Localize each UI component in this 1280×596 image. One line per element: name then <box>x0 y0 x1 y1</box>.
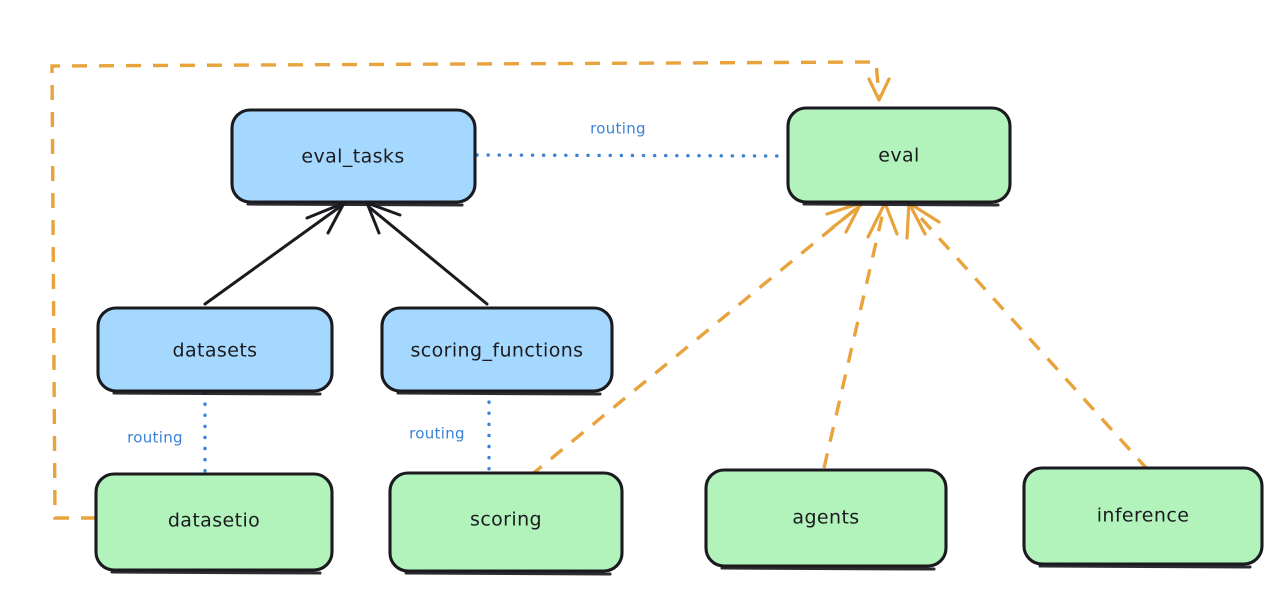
edge-datasets-to-datasetio: routing <box>127 391 207 473</box>
node-inference[interactable]: inference <box>1022 466 1264 569</box>
edge-label-routing-scoring: routing <box>409 425 465 443</box>
edge-eval_tasks-to-eval: routing <box>475 120 788 158</box>
node-shadow-stroke <box>802 202 1000 207</box>
edge-datasets-to-eval_tasks <box>203 201 346 306</box>
node-label-datasetio: datasetio <box>168 510 260 532</box>
edge-label-routing-eval: routing <box>590 120 646 138</box>
solid-edge-path <box>367 205 489 306</box>
node-label-inference: inference <box>1097 505 1190 527</box>
node-eval_tasks[interactable]: eval_tasks <box>230 108 477 207</box>
edge-agents-to-eval <box>822 201 899 469</box>
node-datasets[interactable]: datasets <box>96 306 334 396</box>
node-shape-rect[interactable] <box>94 472 334 572</box>
node-label-scoring: scoring <box>470 509 542 531</box>
node-label-datasets: datasets <box>173 340 258 362</box>
solid-edge-path <box>203 204 343 306</box>
node-scoring[interactable]: scoring <box>388 471 624 576</box>
node-label-eval: eval <box>878 145 919 167</box>
node-eval[interactable]: eval <box>786 106 1012 207</box>
node-label-agents: agents <box>792 507 859 529</box>
node-shadow-stroke <box>404 571 612 576</box>
node-label-scoring_functions: scoring_functions <box>411 340 584 362</box>
edge-inference-to-eval <box>905 201 1150 472</box>
dashed-edge-path <box>909 205 1150 472</box>
node-label-eval_tasks: eval_tasks <box>301 146 404 168</box>
node-agents[interactable]: agents <box>704 468 948 571</box>
dashed-edge-path <box>528 205 860 478</box>
node-shadow-stroke <box>246 202 464 207</box>
edge-scoring_functions-to-scoring: routing <box>409 389 491 472</box>
edge-label-routing-datasetio: routing <box>127 429 183 447</box>
node-shape-rect[interactable] <box>380 306 614 393</box>
node-shape-rect[interactable] <box>1022 466 1264 566</box>
node-datasetio[interactable]: datasetio <box>94 472 334 575</box>
arrow-head-barb-icon <box>908 203 927 236</box>
dashed-edge-path <box>50 60 881 520</box>
node-shadow-stroke <box>110 570 322 575</box>
node-shape-rect[interactable] <box>96 306 334 393</box>
node-shadow-stroke <box>720 566 936 571</box>
edge-datasetio-to-eval <box>50 60 891 520</box>
dotted-edge-path <box>475 153 788 158</box>
node-shape-rect[interactable] <box>388 471 624 573</box>
dashed-edge-path <box>822 207 886 469</box>
edge-scoring_functions-to-eval_tasks <box>365 201 489 306</box>
node-shape-rect[interactable] <box>786 106 1012 204</box>
node-shadow-stroke <box>112 391 322 396</box>
arrow-head-barb-icon <box>830 203 863 230</box>
node-shadow-stroke <box>1038 564 1252 569</box>
node-scoring_functions[interactable]: scoring_functions <box>380 306 614 396</box>
arrow-head-icon <box>867 77 891 102</box>
node-shape-rect[interactable] <box>230 108 477 204</box>
node-shadow-stroke <box>396 391 602 396</box>
node-shape-rect[interactable] <box>704 468 948 568</box>
